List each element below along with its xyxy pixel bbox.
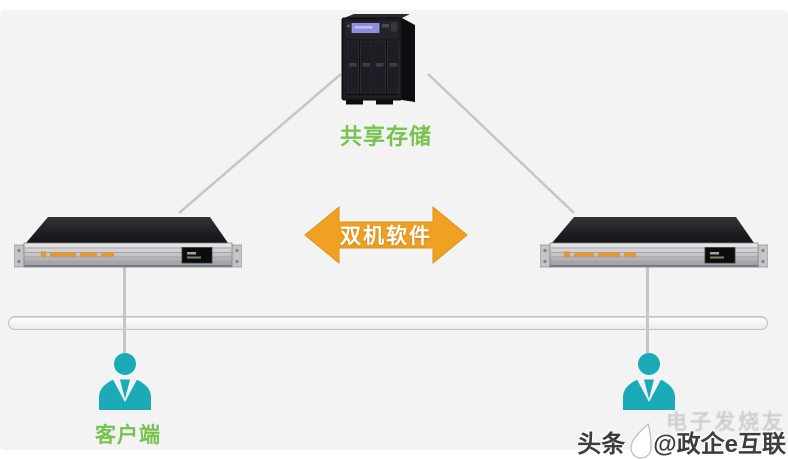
nas-storage-icon [341, 14, 415, 105]
watermark: 电子发烧友 头条 @政企e互联 [577, 404, 786, 459]
client-user-icon-left [99, 353, 151, 410]
watermark-droplet-icon [630, 422, 652, 459]
client-user-icon-right [623, 353, 675, 410]
network-bus [8, 316, 768, 330]
watermark-suffix: @政企e互联 [653, 430, 786, 458]
link-server-client-right [646, 266, 649, 360]
software-arrow: 双机软件 [304, 204, 468, 266]
server-icon-left [14, 217, 242, 268]
watermark-prefix: 头条 [577, 430, 626, 458]
link-server-client-left [123, 266, 126, 362]
server-icon-right [540, 217, 768, 268]
client-label: 客户端 [95, 424, 161, 447]
watermark-faint-text: 电子发烧友 [666, 411, 786, 434]
watermark-main: 头条 @政企e互联 [577, 421, 786, 459]
double-arrow-icon [304, 205, 468, 265]
storage-label: 共享存储 [339, 124, 432, 149]
software-arrow-label: 双机软件 [340, 225, 432, 248]
